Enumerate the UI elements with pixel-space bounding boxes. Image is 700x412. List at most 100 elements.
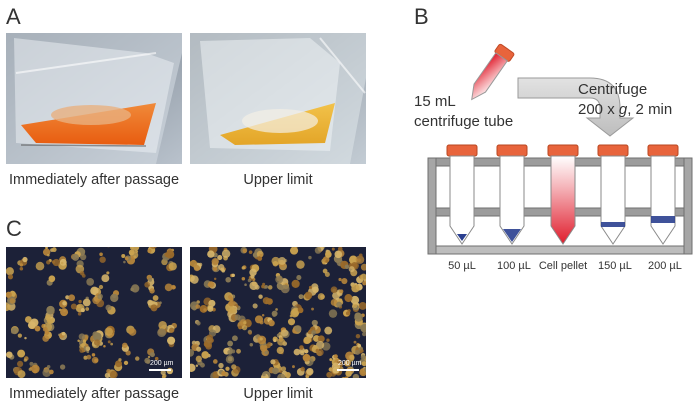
- cell-cluster: [270, 359, 276, 365]
- cell-cluster: [306, 368, 314, 376]
- cell-cluster: [280, 284, 290, 294]
- cell-cluster: [24, 336, 27, 340]
- cell-cluster: [106, 271, 110, 275]
- cell-cluster: [7, 274, 14, 280]
- cell-cluster: [262, 372, 266, 377]
- cell-cluster: [281, 366, 287, 372]
- cell-cluster: [28, 367, 32, 371]
- scale-bar-label: 200 µm: [338, 360, 362, 367]
- cell-cluster: [46, 365, 51, 369]
- cell-cluster: [303, 336, 312, 345]
- cell-cluster: [196, 321, 201, 326]
- caption-a-immediately: Immediately after passage: [8, 172, 180, 188]
- cell-cluster: [213, 359, 218, 364]
- cell-cluster: [42, 335, 50, 342]
- cell-cluster: [308, 285, 313, 290]
- cell-cluster: [158, 321, 167, 330]
- cell-cluster: [347, 309, 351, 313]
- cell-cluster: [91, 353, 96, 357]
- cell-cluster: [78, 333, 86, 340]
- cell-cluster: [271, 310, 278, 317]
- cell-cluster: [275, 275, 284, 284]
- cell-cluster: [207, 281, 215, 288]
- cell-cluster: [110, 293, 119, 303]
- cell-cluster: [44, 330, 50, 335]
- cell-cluster: [135, 250, 139, 253]
- cell-cluster: [29, 361, 34, 366]
- cell-cluster: [354, 282, 358, 286]
- cell-cluster: [315, 348, 320, 353]
- cell-cluster: [297, 307, 304, 314]
- cell-cluster: [348, 266, 355, 273]
- cell-cluster: [277, 373, 286, 378]
- cell-cluster: [196, 346, 202, 352]
- cell-cluster: [165, 250, 175, 259]
- cell-cluster: [300, 366, 306, 372]
- cell-cluster: [357, 343, 362, 348]
- cell-cluster: [6, 267, 14, 276]
- cell-cluster: [9, 298, 16, 304]
- cell-cluster: [296, 260, 305, 269]
- cell-cluster: [203, 308, 207, 312]
- cell-cluster: [35, 261, 45, 271]
- cell-cluster: [242, 248, 247, 254]
- cell-cluster: [34, 325, 41, 332]
- cell-cluster: [361, 361, 366, 367]
- panel-a-letter: A: [6, 4, 21, 29]
- cell-cluster: [98, 284, 104, 290]
- cell-cluster: [258, 294, 263, 299]
- cell-cluster: [354, 312, 363, 322]
- cell-cluster: [354, 349, 360, 355]
- tube-label-200uL: 200 µL: [648, 260, 682, 272]
- cell-cluster: [360, 354, 366, 360]
- tilted-tube: [471, 43, 515, 101]
- cell-cluster: [362, 331, 366, 337]
- cell-cluster: [92, 332, 102, 341]
- scale-bar: [337, 369, 359, 371]
- cell-cluster: [154, 356, 159, 361]
- cell-cluster: [190, 259, 198, 268]
- cell-cluster: [198, 262, 203, 267]
- cell-cluster: [277, 337, 286, 346]
- cell-cluster: [326, 338, 330, 342]
- curved-arrow: [517, 77, 635, 137]
- cell-cluster: [77, 339, 80, 342]
- cell-cluster: [109, 370, 118, 378]
- cell-cluster: [17, 333, 22, 338]
- cell-cluster: [344, 264, 350, 270]
- flask-photo-upper-limit: [190, 33, 366, 164]
- cell-cluster: [292, 365, 295, 369]
- cell-cluster: [294, 247, 299, 248]
- cell-cluster: [152, 295, 159, 301]
- cell-cluster: [241, 266, 246, 270]
- cell-cluster: [259, 337, 263, 341]
- cell-cluster: [147, 248, 152, 254]
- tube-1-50uL: [446, 144, 478, 245]
- cell-cluster: [107, 340, 111, 344]
- cell-cluster: [17, 370, 26, 378]
- cell-cluster: [25, 316, 32, 323]
- cell-cluster: [250, 274, 255, 279]
- cell-cluster: [336, 301, 342, 308]
- cell-cluster: [221, 371, 227, 377]
- cell-cluster: [248, 331, 252, 335]
- cell-cluster: [227, 340, 234, 347]
- cell-cluster: [359, 368, 366, 377]
- cell-cluster: [16, 360, 24, 367]
- cell-cluster: [247, 278, 252, 283]
- cell-cluster: [281, 329, 289, 337]
- cell-cluster: [6, 291, 12, 298]
- cell-cluster: [360, 349, 364, 353]
- cell-cluster: [79, 271, 85, 276]
- scale-bar-label: 200 µm: [150, 360, 174, 367]
- cell-cluster: [52, 258, 60, 267]
- tube-label-100uL: 100 µL: [497, 260, 531, 272]
- tube-2-100uL: [496, 144, 528, 245]
- cell-cluster: [128, 249, 135, 256]
- cell-cluster: [329, 358, 333, 362]
- cell-cluster: [72, 253, 80, 261]
- cell-cluster: [207, 250, 215, 258]
- cell-cluster: [317, 335, 325, 343]
- cell-cluster: [293, 348, 301, 356]
